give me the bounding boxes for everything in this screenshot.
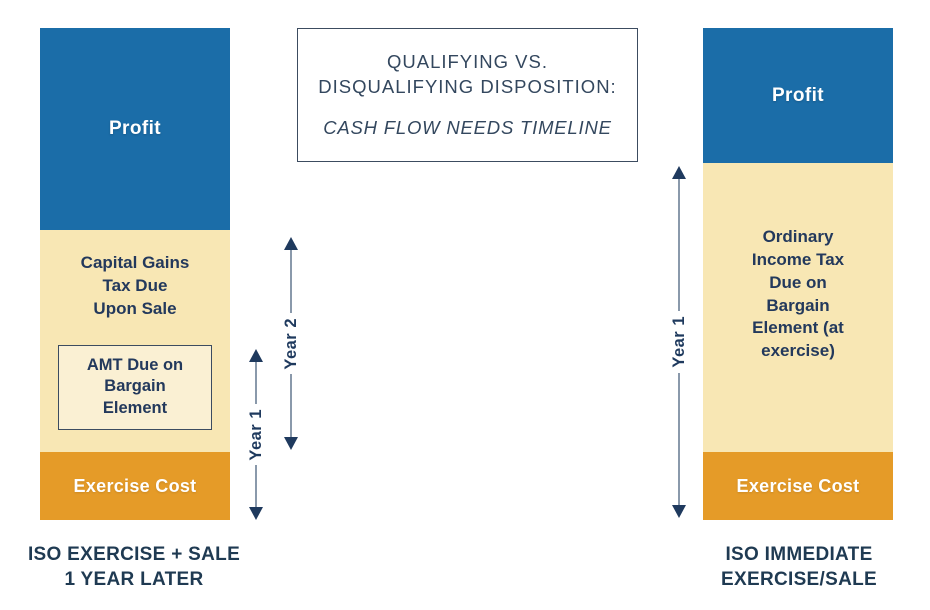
ordinary-income-tax-label: Ordinary Income Tax Due on Bargain Eleme… [751,226,845,361]
right-year1-label: Year 1 [669,316,688,368]
arrow-line [255,362,257,404]
arrow-line [290,374,292,438]
right-profit-segment: Profit [703,28,893,163]
right-tax-segment: Ordinary Income Tax Due on Bargain Eleme… [703,163,893,452]
left-exercise-cost-segment: Exercise Cost [40,452,230,520]
right-exercise-cost-segment: Exercise Cost [703,452,893,520]
right-profit-label: Profit [771,84,824,106]
qualifying-disposition-bar: Profit Capital Gains Tax Due Upon Sale A… [40,28,230,520]
left-tax-segment: Capital Gains Tax Due Upon Sale AMT Due … [40,230,230,452]
arrow-down-icon [249,507,263,521]
arrow-line [678,179,680,312]
left-year2-label: Year 2 [281,317,300,370]
title-subtitle: CASH FLOW NEEDS TIMELINE [323,116,612,138]
diagram-title-box: QUALIFYING VS. DISQUALIFYING DISPOSITION… [297,28,638,162]
arrow-up-icon [284,237,298,250]
arrow-up-icon [249,349,263,362]
left-year2-timeline-arrow: Year 2 [281,237,300,451]
arrow-line [678,372,680,506]
arrow-line [255,465,257,508]
disqualifying-disposition-bar: Profit Ordinary Income Tax Due on Bargai… [703,28,893,520]
arrow-down-icon [284,437,298,451]
right-exercise-cost-label: Exercise Cost [736,475,860,496]
arrow-line [290,250,292,313]
left-exercise-cost-label: Exercise Cost [73,475,197,496]
left-year1-timeline-arrow: Year 1 [246,349,265,521]
title-line-2: DISQUALIFYING DISPOSITION: [318,75,617,97]
capital-gains-label: Capital Gains Tax Due Upon Sale [80,253,190,318]
title-line-1: QUALIFYING VS. [386,51,548,72]
left-year1-label: Year 1 [246,408,265,461]
arrow-up-icon [672,166,686,179]
right-bar-caption: ISO IMMEDIATE EXERCISE/SALE [721,544,877,590]
right-year1-timeline-arrow: Year 1 [669,166,688,519]
left-profit-label: Profit [108,118,161,139]
amt-due-box: AMT Due on Bargain Element [58,344,212,431]
left-bar-caption: ISO EXERCISE + SALE 1 YEAR LATER [27,544,241,590]
arrow-down-icon [672,505,686,519]
left-profit-segment: Profit [40,28,230,230]
